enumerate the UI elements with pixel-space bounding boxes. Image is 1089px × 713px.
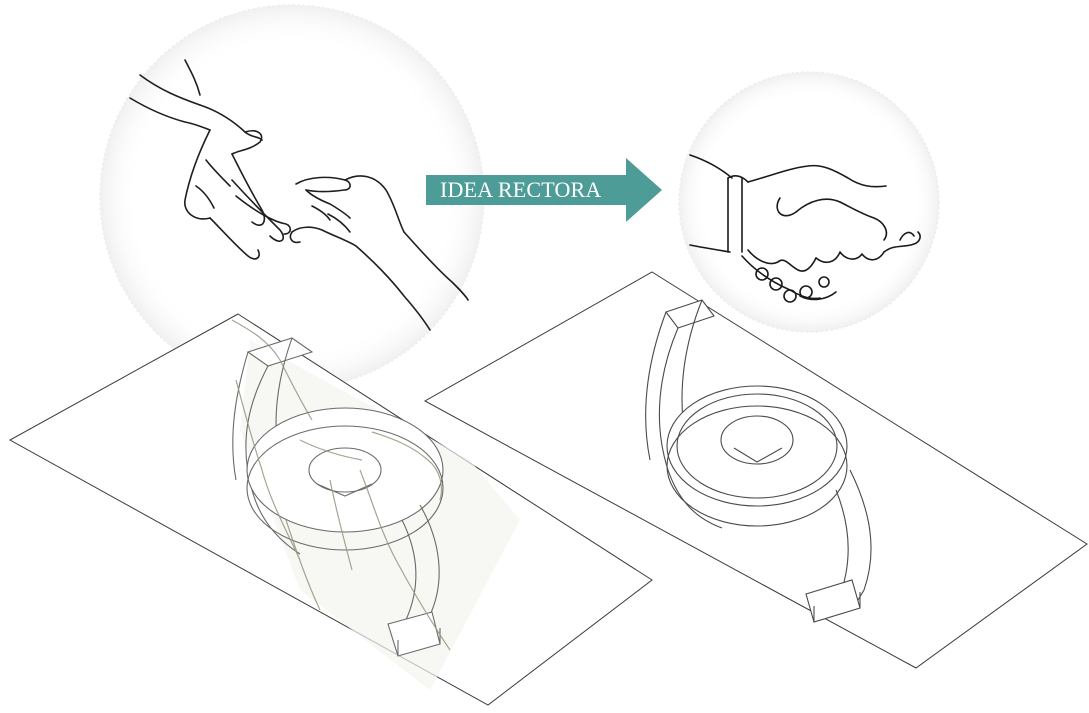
idea-rectora-arrow: IDEA RECTORA (426, 158, 662, 222)
handshake-sketch (679, 72, 939, 332)
arrow-label: IDEA RECTORA (440, 175, 602, 205)
